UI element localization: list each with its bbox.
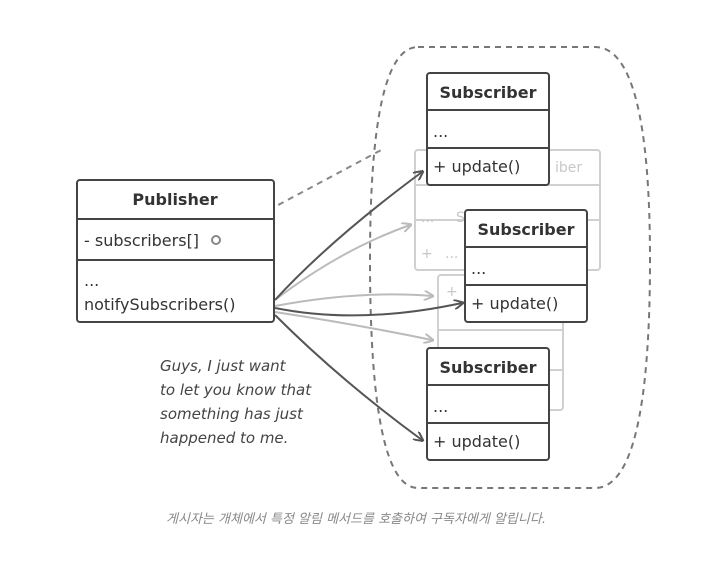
subscriber-title: Subscriber [440,358,537,377]
subscriber-method: + update() [433,432,520,451]
light-notification-arrows [274,225,432,340]
faded-title-fragment: iber [555,160,582,176]
subscriber-class-box-3: Subscriber ... + update() [426,347,550,461]
faded-plus: + [421,246,433,262]
subscriber-title: Subscriber [440,83,537,102]
faded-title-fragment-2: S [456,210,465,226]
subscriber-method: + update() [471,294,558,313]
subscriber-ellipsis: ... [433,122,448,141]
subscriber-title: Subscriber [478,220,575,239]
publisher-title: Publisher [132,190,217,209]
faded-ellipsis-2: ... [445,246,458,262]
subscribers-reference-line [219,147,386,237]
subscribers-group-outline [368,46,652,489]
publisher-ellipsis: ... [84,271,99,290]
publisher-field: - subscribers[] [84,231,199,250]
subscriber-ellipsis: ... [471,259,486,278]
note-line: to let you know that [160,381,312,399]
observer-diagram: iber S ... + ... + Publisher - subscribe… [76,46,652,489]
aggregation-circle-icon [211,235,221,245]
subscriber-class-box-1: Subscriber ... + update() [426,72,550,186]
publisher-class-box: Publisher - subscribers[] ... notifySubs… [76,179,275,323]
publisher-method: notifySubscribers() [84,295,235,314]
subscriber-class-box-2: Subscriber ... + update() [464,209,588,323]
note-line: something has just [160,405,304,423]
figure-caption: 게시자는 개체에서 특정 알림 메서드를 호출하여 구독자에게 알립니다. [166,512,546,527]
publisher-speech-note: Guys, I just want to let you know that s… [160,357,312,447]
note-line: happened to me. [160,429,288,447]
faded-ellipsis: ... [421,210,434,226]
subscriber-ellipsis: ... [433,397,448,416]
notification-arrows [274,172,462,440]
note-line: Guys, I just want [160,357,287,375]
faded-plus-2: + [446,284,458,300]
subscriber-method: + update() [433,157,520,176]
